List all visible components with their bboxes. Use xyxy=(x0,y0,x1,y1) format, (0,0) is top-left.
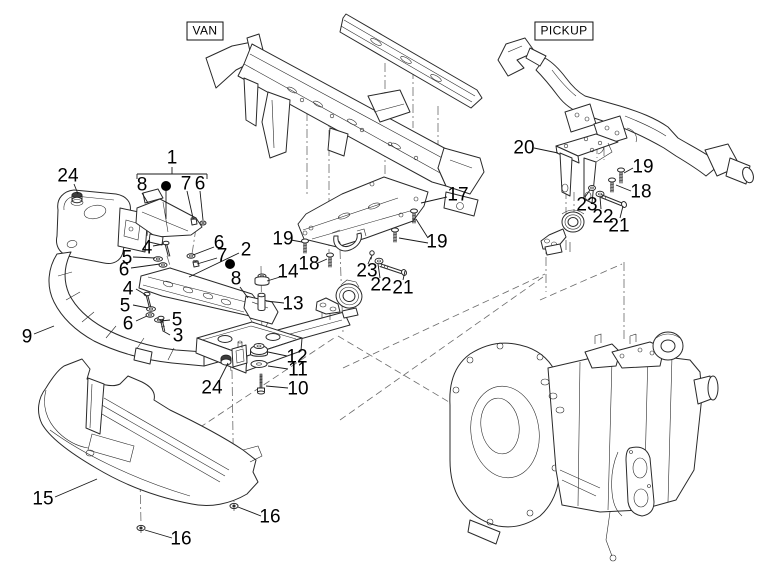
callout-19: 19 xyxy=(426,231,448,253)
callout-2: 2 xyxy=(240,239,252,261)
part-skid-plate xyxy=(297,176,429,252)
callout-19: 19 xyxy=(632,156,654,178)
assembly-bullet xyxy=(161,181,171,191)
part-washer-11 xyxy=(250,360,268,368)
part-engine-mount xyxy=(315,279,363,320)
callout-22: 22 xyxy=(370,274,392,296)
fastener-bolt-18-pickup xyxy=(608,177,616,193)
callout-18: 18 xyxy=(298,253,320,275)
callout-1: 1 xyxy=(166,147,178,169)
fastener-16-right xyxy=(229,502,239,511)
callout-15: 15 xyxy=(32,488,54,510)
part-mount-bushing-12 xyxy=(250,343,268,357)
callout-24: 24 xyxy=(201,377,223,399)
part-pickup-mount xyxy=(540,209,585,256)
fastener-bolt-19-right-b xyxy=(391,227,399,243)
callout-7: 7 xyxy=(216,245,228,267)
fastener-bolt-21 xyxy=(379,263,407,276)
callout-5: 5 xyxy=(119,295,131,317)
part-spacer-13 xyxy=(257,292,266,311)
callout-6: 6 xyxy=(122,313,134,335)
callout-17: 17 xyxy=(447,184,469,206)
fastener-group-4-5-6-lower xyxy=(143,291,166,332)
callout-14: 14 xyxy=(277,261,299,283)
part-bolt-10 xyxy=(257,373,265,395)
part-crossmember-bracket xyxy=(195,321,303,374)
callout-22: 22 xyxy=(592,206,614,228)
part-washer-14 xyxy=(254,273,270,286)
leader-lines xyxy=(33,147,634,539)
fastener-bolt-19-right-a xyxy=(410,208,418,224)
callout-7: 7 xyxy=(180,173,192,195)
callout-9: 9 xyxy=(21,326,33,348)
fastener-bolt-19-pickup xyxy=(617,167,625,184)
callout-10: 10 xyxy=(287,378,309,400)
callout-18: 18 xyxy=(630,181,652,203)
variant-label-van: VAN xyxy=(186,21,224,41)
callout-21: 21 xyxy=(608,215,630,237)
part-van-rail xyxy=(339,13,483,109)
callout-16: 16 xyxy=(259,506,281,528)
callout-23: 23 xyxy=(356,260,378,282)
callout-3: 3 xyxy=(172,325,184,347)
callout-13: 13 xyxy=(282,293,304,315)
fastener-16-left xyxy=(136,524,146,533)
callout-6: 6 xyxy=(118,259,130,281)
callout-16: 16 xyxy=(170,528,192,550)
fastener-stud-23 xyxy=(369,250,375,260)
part-van-crossmember xyxy=(205,33,485,217)
callout-21: 21 xyxy=(392,277,414,299)
fastener-washer-23-pickup xyxy=(588,185,596,191)
part-pickup-crossmember xyxy=(497,37,754,185)
callout-6: 6 xyxy=(213,232,225,254)
part-transmission xyxy=(449,331,719,562)
fastener-bolt-19-left xyxy=(301,238,309,254)
callout-20: 20 xyxy=(513,137,535,159)
callout-8: 8 xyxy=(230,268,242,290)
callout-19: 19 xyxy=(272,228,294,250)
fastener-bolt-18 xyxy=(326,252,334,268)
callout-23: 23 xyxy=(576,194,598,216)
assembly-bullet xyxy=(225,259,235,269)
callout-6: 6 xyxy=(194,173,206,195)
callout-4: 4 xyxy=(141,237,153,259)
callout-8: 8 xyxy=(136,174,148,196)
callout-12: 12 xyxy=(286,346,308,368)
callout-4: 4 xyxy=(122,278,134,300)
fastener-group-6-7-mid xyxy=(186,253,200,268)
part-underbody-guard xyxy=(38,358,263,507)
callout-11: 11 xyxy=(288,359,308,381)
callout-5: 5 xyxy=(121,247,133,269)
fastener-nut-24-top xyxy=(70,191,84,206)
callout-24: 24 xyxy=(57,165,79,187)
variant-label-pickup: PICKUP xyxy=(534,21,594,41)
fastener-washer-22 xyxy=(374,257,384,265)
callout-5: 5 xyxy=(171,309,183,331)
fastener-group-4-5-6-upper xyxy=(153,240,171,268)
part-pickup-bracket-20 xyxy=(555,133,619,204)
